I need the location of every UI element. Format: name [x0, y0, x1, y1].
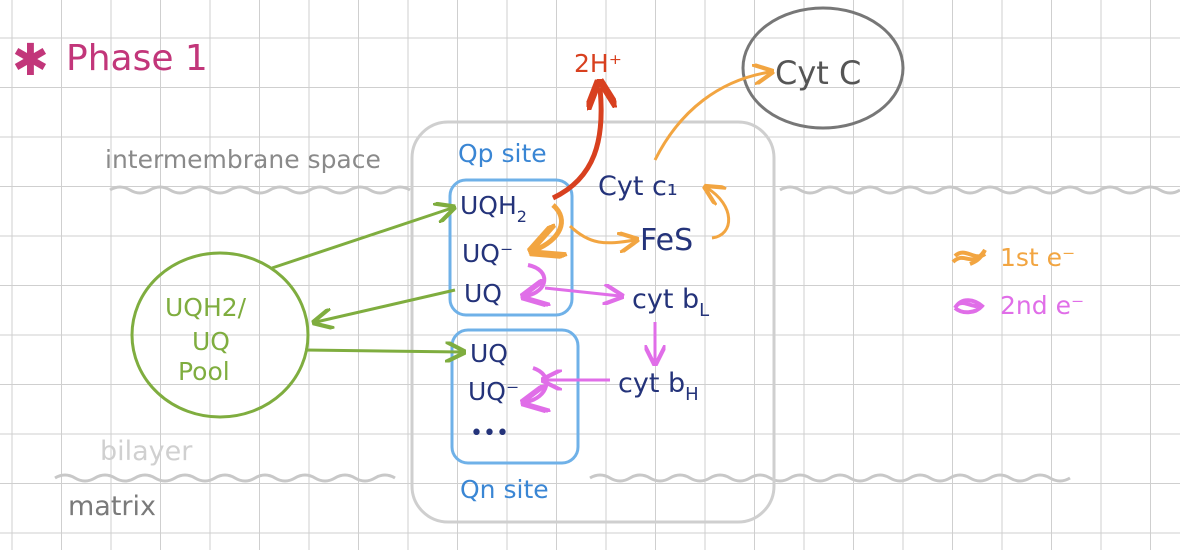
legend-second-label: 2nd e⁻ — [1000, 291, 1084, 320]
arrow-uqh2-to-uq-minus — [535, 203, 561, 250]
arrow-pool-to-qn-uq — [304, 350, 462, 352]
cyt-bl-subscript: L — [699, 300, 709, 321]
qn-uq-minus: UQ⁻ — [468, 377, 519, 406]
arrow-uq-to-pool — [316, 288, 456, 322]
cyt-c-circle — [741, 6, 905, 130]
membrane-bottom-right — [589, 473, 1071, 483]
arrow-c1-to-cytc — [653, 72, 770, 161]
qp-uq: UQ — [464, 279, 502, 308]
cyt-bl-text: cyt b — [632, 284, 699, 315]
legend: 1st e⁻ 2nd e⁻ — [951, 243, 1084, 320]
qn-ellipsis: ••• — [470, 421, 509, 446]
qn-site-label: Qn site — [460, 475, 549, 504]
arrow-pool-to-uqh2 — [271, 208, 452, 270]
membrane-top-right — [779, 185, 1180, 195]
qp-uq-minus: UQ⁻ — [462, 239, 513, 268]
title-group: ✱ Phase 1 — [12, 35, 208, 86]
qp-site-box — [448, 178, 574, 317]
qp-site-label: Qp site — [458, 139, 547, 168]
proton-label: 2H⁺ — [574, 49, 622, 78]
qn-uq: UQ — [470, 339, 508, 368]
cyt-c1-label: Cyt c₁ — [598, 171, 678, 202]
second-electron-arrows — [545, 288, 655, 380]
cyt-bl-label: cyt bL — [632, 284, 709, 321]
arrow-uqh2-to-fes — [568, 224, 635, 243]
matrix-label: matrix — [68, 491, 156, 522]
bilayer-label: bilayer — [100, 436, 193, 467]
fes-label: FeS — [640, 223, 693, 258]
asterisk-icon: ✱ — [12, 35, 49, 86]
cyt-bh-text: cyt b — [618, 368, 685, 399]
first-electron-arrows — [568, 72, 770, 243]
pool-circle — [130, 251, 310, 419]
pool-line1: UQH2/ — [165, 293, 247, 322]
arrow-uq-minus-to-bl — [544, 288, 620, 296]
complex-outline — [410, 120, 776, 524]
legend-second-swatch — [953, 298, 985, 315]
cyt-c-label: Cyt C — [775, 54, 861, 92]
qp-uqh2-subscript: 2 — [517, 207, 527, 226]
arrow-fes-to-c1 — [707, 188, 731, 240]
qp-uqh2-text: UQH — [460, 191, 517, 220]
page-title: Phase 1 — [66, 38, 208, 79]
membrane-top-left — [109, 185, 411, 195]
arrow-uq-minus-to-uq — [526, 263, 544, 296]
membrane-lines — [54, 185, 1180, 483]
cyt-bh-label: cyt bH — [618, 368, 699, 405]
pool-line2: UQ — [192, 327, 230, 356]
cyt-bh-subscript: H — [685, 384, 699, 405]
proton-arrow — [551, 88, 601, 201]
qp-uqh2: UQH2 — [460, 191, 527, 226]
intermembrane-label: intermembrane space — [105, 145, 381, 174]
qn-site-box — [450, 328, 580, 465]
pool-arrows — [271, 208, 462, 352]
membrane-bottom-left — [54, 473, 396, 483]
arrow-qn-uq-to-uq-minus — [526, 366, 546, 402]
legend-first-swatch — [951, 248, 987, 266]
legend-first-label: 1st e⁻ — [1000, 243, 1075, 272]
pool-line3: Pool — [178, 357, 230, 386]
